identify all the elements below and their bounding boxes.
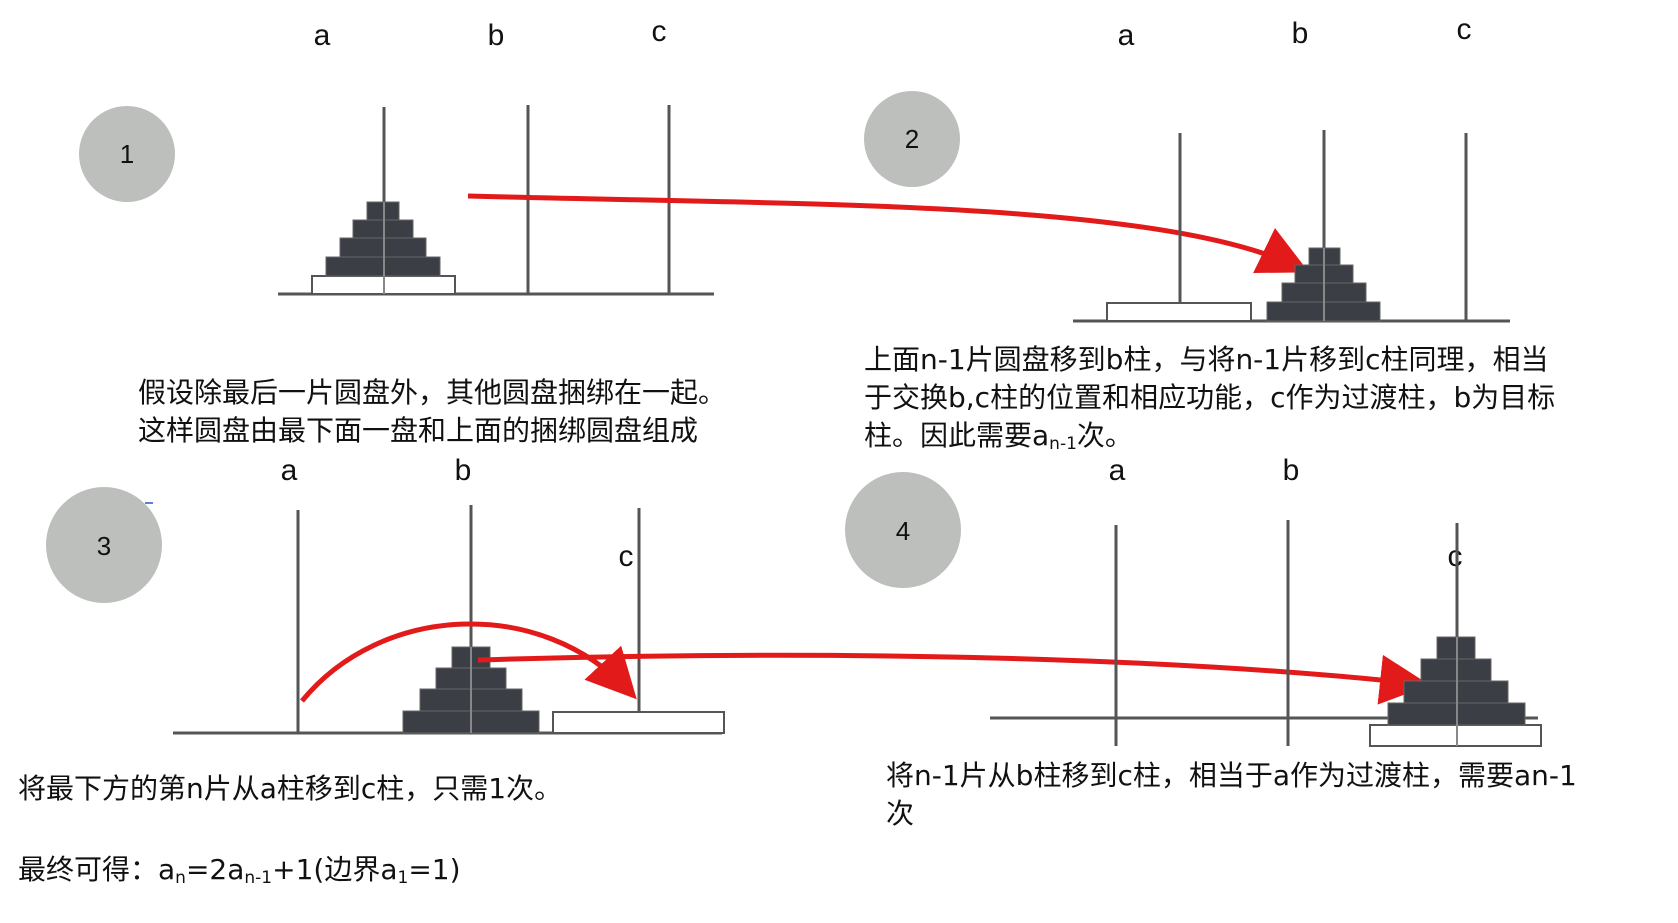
pole-label-c: c bbox=[619, 540, 634, 573]
pole-label-b: b bbox=[1283, 454, 1300, 487]
formula-mid-2: +1(边界a bbox=[272, 853, 398, 886]
bottom-disk bbox=[1369, 724, 1542, 747]
final-formula: 最终可得：an=2an-1+1(边界a1=1) bbox=[18, 851, 461, 897]
caption-step-3: 将最下方的第n片从a柱移到c柱，只需1次。 bbox=[18, 772, 563, 805]
caption-step-1-line-1: 假设除最后一片圆盘外，其他圆盘捆绑在一起。 bbox=[138, 376, 727, 409]
caption-step-2-line-3-b: 次。 bbox=[1076, 419, 1133, 452]
formula-prefix: 最终可得：a bbox=[18, 853, 176, 886]
pole-label-b: b bbox=[488, 19, 505, 52]
caption-step-1-line-2: 这样圆盘由最下面一盘和上面的捆绑圆盘组成 bbox=[138, 414, 699, 447]
step-badge-1 bbox=[79, 106, 175, 202]
formula-sub-n-1: n-1 bbox=[244, 868, 273, 888]
panel-1: 1 a b c bbox=[79, 15, 714, 296]
caption-step-2-line-3-a: 柱。因此需要a bbox=[864, 419, 1050, 452]
formula-mid-1: =2a bbox=[185, 853, 245, 886]
caption-step-2-line-2: 于交换b,c柱的位置和相应功能，c作为过渡柱，b为目标 bbox=[864, 381, 1556, 414]
panel-4: 4 a b c bbox=[845, 454, 1542, 747]
step-badge-4-label: 4 bbox=[896, 516, 910, 546]
caption-step-2-line-3: 柱。因此需要an-1次。 bbox=[864, 417, 1133, 463]
caption-step-2-line-1: 上面n-1片圆盘移到b柱，与将n-1片移到c柱同理，相当 bbox=[864, 343, 1549, 376]
pole-label-a: a bbox=[1118, 19, 1135, 52]
bottom-disk bbox=[552, 711, 725, 734]
caption-step-2-line-3-sub: n-1 bbox=[1049, 434, 1077, 454]
pole-label-c: c bbox=[652, 15, 667, 48]
step-badge-2-label: 2 bbox=[905, 124, 919, 154]
formula-suffix: =1) bbox=[408, 853, 461, 886]
move-arrow-1-to-2 bbox=[467, 193, 1309, 274]
pole-label-a: a bbox=[1109, 454, 1126, 487]
step-badge-4 bbox=[845, 472, 961, 588]
panel-3: 3 a b c bbox=[46, 454, 725, 735]
pole-label-a: a bbox=[314, 19, 331, 52]
panel-2: 2 a b c bbox=[864, 13, 1510, 323]
step-badge-1-label: 1 bbox=[120, 139, 134, 169]
caption-step-4-line-2: 次 bbox=[886, 797, 915, 830]
pole-label-b: b bbox=[1292, 17, 1309, 50]
step-badge-3-label: 3 bbox=[97, 531, 111, 561]
formula-sub-1: 1 bbox=[397, 868, 409, 888]
move-arrow-3-to-4 bbox=[477, 652, 1430, 705]
pole-label-c: c bbox=[1448, 540, 1463, 573]
bottom-disk bbox=[1106, 302, 1252, 322]
step-badge-2 bbox=[864, 91, 960, 187]
step-badge-3 bbox=[46, 487, 162, 603]
caption-step-4-line-1: 将n-1片从b柱移到c柱，相当于a作为过渡柱，需要an-1 bbox=[886, 759, 1577, 792]
pole-label-a: a bbox=[281, 454, 298, 487]
formula-sub-n: n bbox=[175, 868, 186, 888]
pole-label-b: b bbox=[455, 454, 472, 487]
pole-label-c: c bbox=[1457, 13, 1472, 46]
